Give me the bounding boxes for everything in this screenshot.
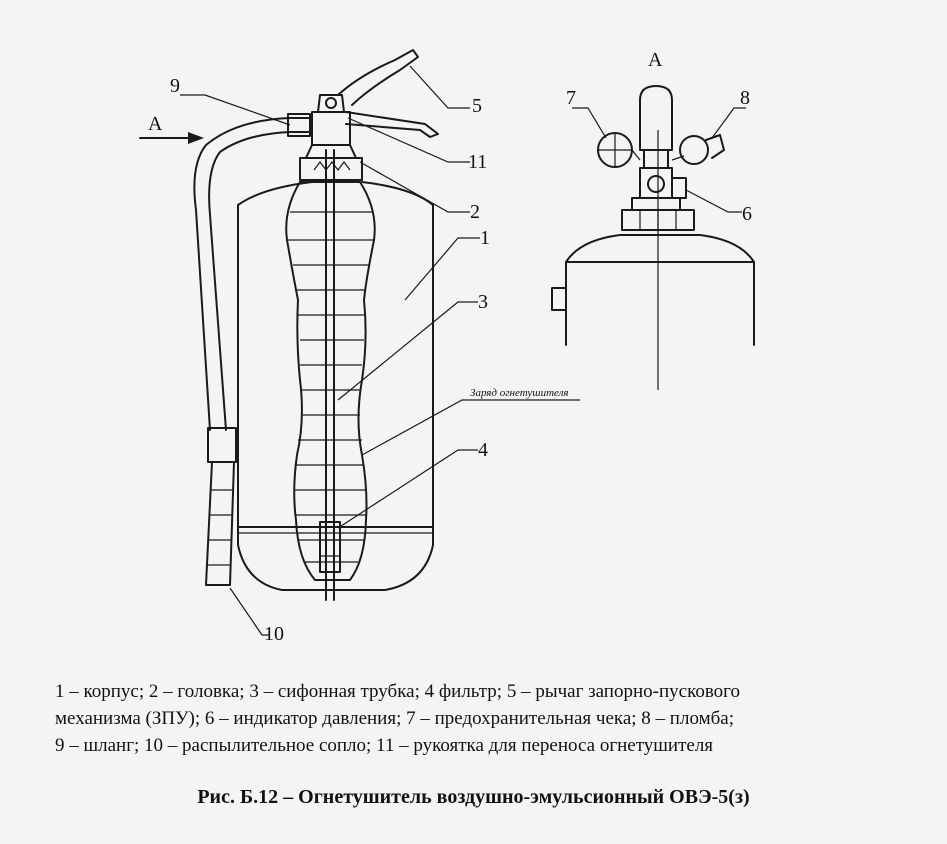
callout-3: 3 <box>478 291 488 313</box>
leader-lines <box>180 65 580 636</box>
figure-caption: Рис. Б.12 – Огнетушитель воздушно-эмульс… <box>197 786 750 808</box>
legend: 1 – корпус; 2 – головка; 3 – сифонная тр… <box>55 678 925 759</box>
callout-8: 8 <box>740 87 750 109</box>
callout-10: 10 <box>264 623 284 645</box>
legend-line-2: механизма (ЗПУ); 6 – индикатор давления;… <box>55 708 734 729</box>
extinguisher-body <box>237 181 434 591</box>
charge-bag <box>285 181 376 581</box>
callout-6: 6 <box>742 203 752 225</box>
shutoff-lever <box>337 49 419 106</box>
callout-1: 1 <box>480 227 490 249</box>
callout-9: 9 <box>170 75 180 97</box>
callout-4: 4 <box>478 439 488 461</box>
callout-7: 7 <box>566 87 576 109</box>
extinguisher-diagram: А 9 5 11 2 1 3 4 10 Заряд огнетушителя А <box>139 49 755 645</box>
view-arrow-label: А <box>148 113 163 135</box>
callout-2: 2 <box>470 201 480 223</box>
callout-11: 11 <box>468 151 487 173</box>
view-arrow: А <box>139 113 204 144</box>
legend-line-3: 9 – шланг; 10 – распылительное сопло; 11… <box>55 735 714 756</box>
filter <box>319 521 341 573</box>
hose <box>193 113 313 431</box>
view-a-detail <box>551 85 755 390</box>
charge-label: Заряд огнетушителя <box>470 387 569 399</box>
siphon-tube <box>325 149 335 601</box>
nozzle <box>205 427 237 586</box>
legend-line-1: 1 – корпус; 2 – головка; 3 – сифонная тр… <box>55 681 740 702</box>
view-a-title: А <box>648 49 663 71</box>
carry-handle <box>345 111 439 138</box>
head-assembly <box>299 94 363 181</box>
view-a-leaders <box>572 107 746 213</box>
callout-5: 5 <box>472 95 482 117</box>
